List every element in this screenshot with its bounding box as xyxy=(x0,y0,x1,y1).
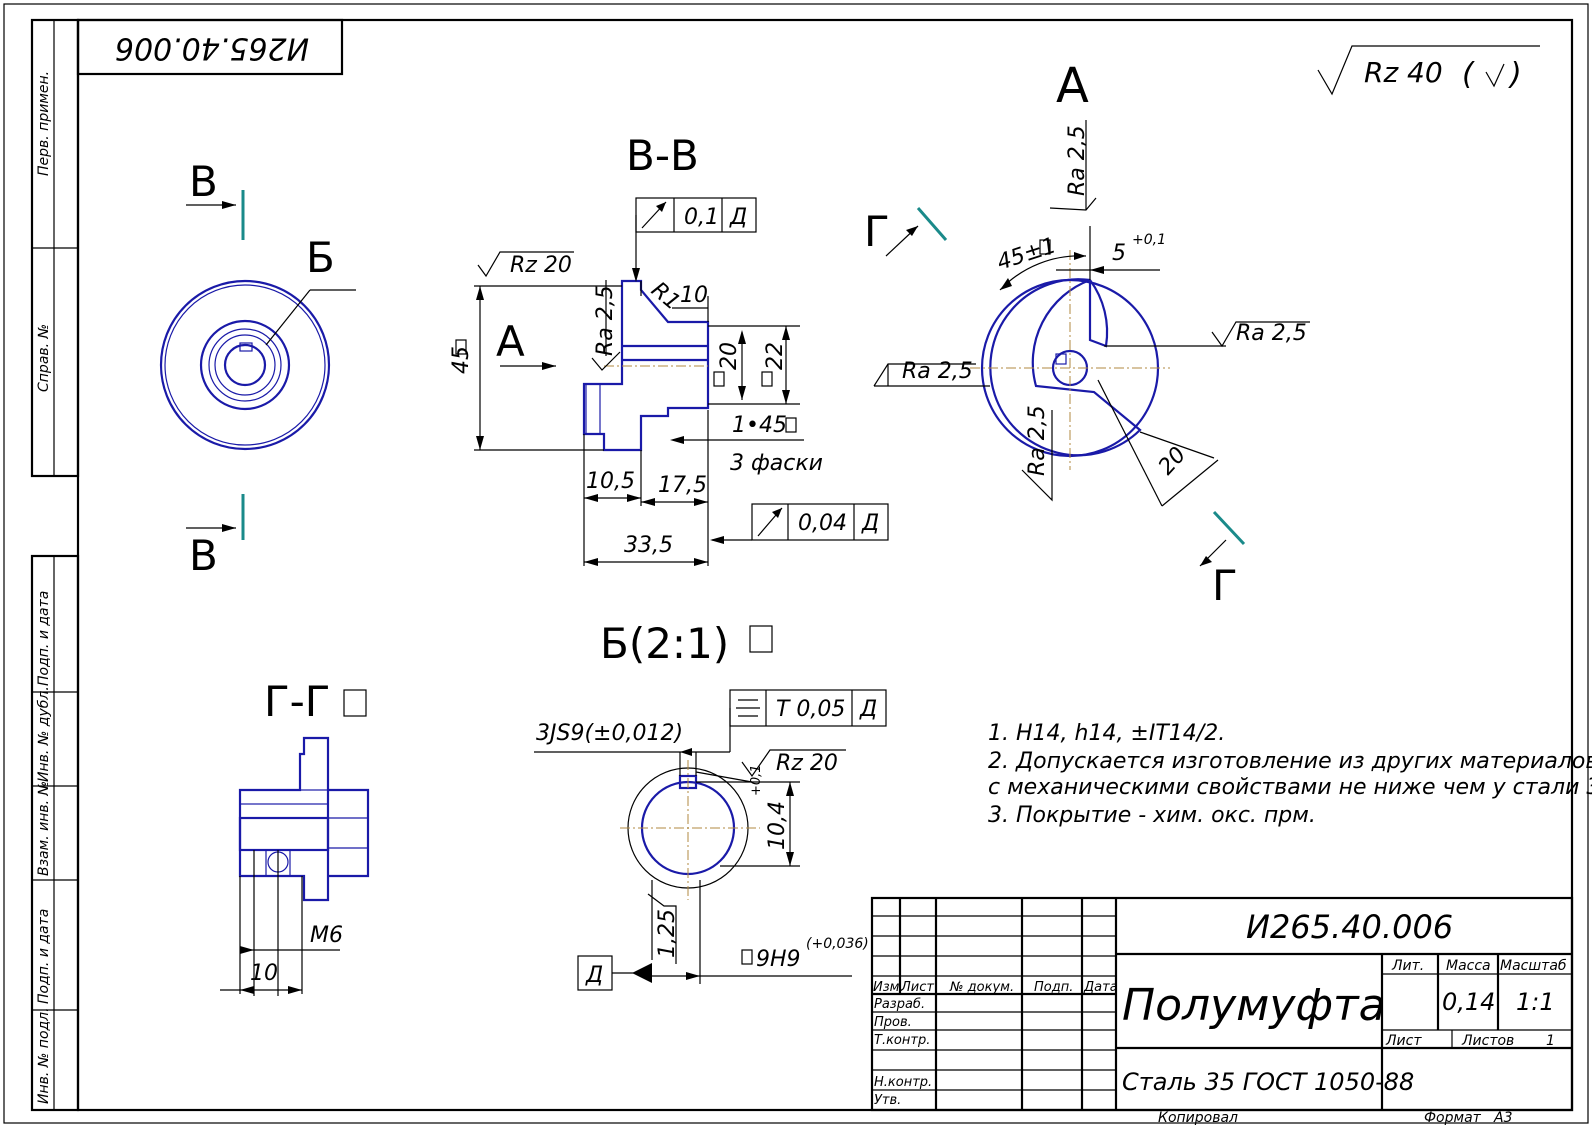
note-3: 3. Покрытие - хим. окс. прм. xyxy=(988,803,1316,828)
note-2: 2. Допускается изготовление из других ма… xyxy=(988,749,1592,774)
detail-b-tol-bore: (+0,036) xyxy=(806,936,869,952)
stamp-mass-label: Масса xyxy=(1446,958,1491,974)
bb-chamfer-note: 3 фаски xyxy=(730,451,823,476)
front-view: Б В В xyxy=(159,157,356,580)
bb-dia-22: 22 xyxy=(763,342,788,370)
general-roughness-paren-close: ) xyxy=(1508,57,1522,92)
stamp-format-label: Формат xyxy=(1424,1110,1482,1126)
detail-b-datum: Д xyxy=(859,697,877,722)
technical-notes: 1. H14, h14, ±IT14/2. 2. Допускается изг… xyxy=(988,721,1592,828)
runout-icon-2 xyxy=(772,508,782,518)
section-marker-v-top: В xyxy=(189,157,218,206)
bb-dim-105: 10,5 xyxy=(586,469,635,494)
stamp-sheet-label: Лист xyxy=(1385,1033,1422,1049)
section-bb-title: В-В xyxy=(626,131,699,180)
designation-mirrored: И265.40.006 xyxy=(115,31,309,66)
stamp-mass: 0,14 xyxy=(1442,988,1495,1016)
roughness-check-icon xyxy=(1485,63,1505,88)
row-nkontr: Н.контр. xyxy=(874,1075,932,1090)
detail-b-datum-box: Д xyxy=(585,963,603,988)
title-block: Изм. Лист № докум. Подп. Дата Разраб. Пр… xyxy=(870,896,1574,1112)
hdr-data: Дата xyxy=(1083,980,1118,995)
side-label-sprav: Справ. № xyxy=(36,324,52,392)
gg-dim-10: 10 xyxy=(250,961,278,986)
bb-rz: Rz 20 xyxy=(510,253,572,278)
bb-dim-175: 17,5 xyxy=(658,473,707,498)
stamp-scale-label: Масштаб xyxy=(1500,958,1567,974)
outer-border xyxy=(3,3,1589,1124)
detail-b-key-width: 3JS9(±0,012) xyxy=(536,721,683,746)
hdr-izm: Изм. xyxy=(873,980,904,995)
note-2-cont: с механическими свойствами не ниже чем у… xyxy=(988,775,1592,800)
mirrored-designation-box: И265.40.006 xyxy=(76,18,344,76)
general-roughness-paren-open: ( xyxy=(1462,57,1475,92)
detail-b-sym-tol: T 0,05 xyxy=(776,697,845,722)
bb-radius: R1 xyxy=(646,277,685,315)
detail-b-view: Б(2:1) T 0,05 Д 3JS9(±0,012) Rz 20 10,4 … xyxy=(534,619,887,991)
bb-dim-335: 33,5 xyxy=(624,533,673,558)
view-a-title: А xyxy=(1056,58,1089,114)
detail-b-dia-bore: 9H9 xyxy=(756,947,801,972)
view-a-ra-bottom: Ra 2,5 xyxy=(1025,405,1050,476)
row-razrab: Разраб. xyxy=(874,997,925,1012)
detail-b-rz: Rz 20 xyxy=(776,751,838,776)
side-label-inv-podl: Инв. № подл. xyxy=(36,1007,52,1104)
stamp-sheets: 1 xyxy=(1546,1033,1555,1049)
stamp-material: Сталь 35 ГОСТ 1050-88 xyxy=(1122,1068,1414,1096)
runout-icon xyxy=(656,202,666,212)
stamp-sheets-label: Листов xyxy=(1461,1033,1514,1049)
stamp-title: Полумуфта xyxy=(1122,980,1386,1031)
bb-ra: Ra 2,5 xyxy=(593,285,618,356)
view-a-dim-5: 5 xyxy=(1112,241,1126,266)
bb-runout-1: 0,1 xyxy=(684,205,719,230)
stamp-copied: Копировал xyxy=(1158,1110,1238,1126)
stamp-designation: И265.40.006 xyxy=(1246,908,1453,946)
stamp-format: А3 xyxy=(1493,1110,1512,1126)
side-label-podp-1: Подп. и дата xyxy=(36,591,52,686)
section-gg-title: Г-Г xyxy=(264,677,330,726)
general-roughness: Rz 40 ( ) xyxy=(1317,45,1540,96)
stamp-scale: 1:1 xyxy=(1516,988,1555,1016)
row-utv: Утв. xyxy=(874,1093,901,1108)
hdr-doc: № докум. xyxy=(949,980,1014,995)
general-roughness-value: Rz 40 xyxy=(1364,56,1443,89)
detail-b-dim-104: 10,4 xyxy=(765,801,790,850)
stamp-lit-label: Лит. xyxy=(1391,958,1424,974)
side-label-perv: Перв. примен. xyxy=(36,71,52,176)
side-label-vzam: Взам. инв. № xyxy=(36,781,52,876)
view-a-section-mark-top: Г xyxy=(864,207,890,256)
side-label-podp-2: Подп. и дата xyxy=(36,909,52,1004)
hdr-list: Лист xyxy=(900,980,934,995)
section-gg-view: Г-Г M6 10 xyxy=(220,677,370,996)
view-a-arrow-label: А xyxy=(496,317,525,366)
view-a-ra-right: Ra 2,5 xyxy=(1236,321,1307,346)
bb-chamfer: 1•45 xyxy=(732,413,787,438)
side-strip: Перв. примен. Справ. № Подп. и дата Инв.… xyxy=(30,18,80,1112)
section-marker-v-bottom: В xyxy=(189,531,218,580)
view-a-ra-left: Ra 2,5 xyxy=(902,359,973,384)
row-prov: Пров. xyxy=(874,1015,912,1030)
bb-dim-10: 10 xyxy=(680,283,708,308)
hdr-podp: Подп. xyxy=(1034,980,1073,995)
view-a: А Г Г Ra 2,5 45±1 5 +0,1 Ra xyxy=(864,58,1310,610)
row-tkontr: Т.контр. xyxy=(874,1033,930,1048)
section-bb-view: В-В Rz 20 45 А Ra 2,5 0,1 Д xyxy=(449,131,889,566)
detail-marker-b: Б xyxy=(306,233,335,282)
bb-datum-1: Д xyxy=(729,205,747,230)
detail-b-title: Б(2:1) xyxy=(600,619,729,668)
view-a-ra-top: Ra 2,5 xyxy=(1065,125,1090,196)
view-a-tol-5: +0,1 xyxy=(1132,232,1166,248)
detail-b-tol-104: +0,1 xyxy=(749,764,764,796)
note-1: 1. H14, h14, ±IT14/2. xyxy=(988,721,1225,746)
view-a-section-mark-bottom: Г xyxy=(1212,561,1238,610)
rotated-mark-icon xyxy=(343,689,367,717)
bb-runout-2: 0,04 xyxy=(798,511,847,536)
side-label-inv-dubl: Инв. № дубл. xyxy=(36,686,52,782)
bb-dia-20: 20 xyxy=(717,342,742,370)
bb-dia-45: 45 xyxy=(449,346,474,374)
bb-datum-2: Д xyxy=(861,511,879,536)
gg-thread: M6 xyxy=(310,923,343,948)
detail-b-dim-125: 1,25 xyxy=(655,909,680,958)
